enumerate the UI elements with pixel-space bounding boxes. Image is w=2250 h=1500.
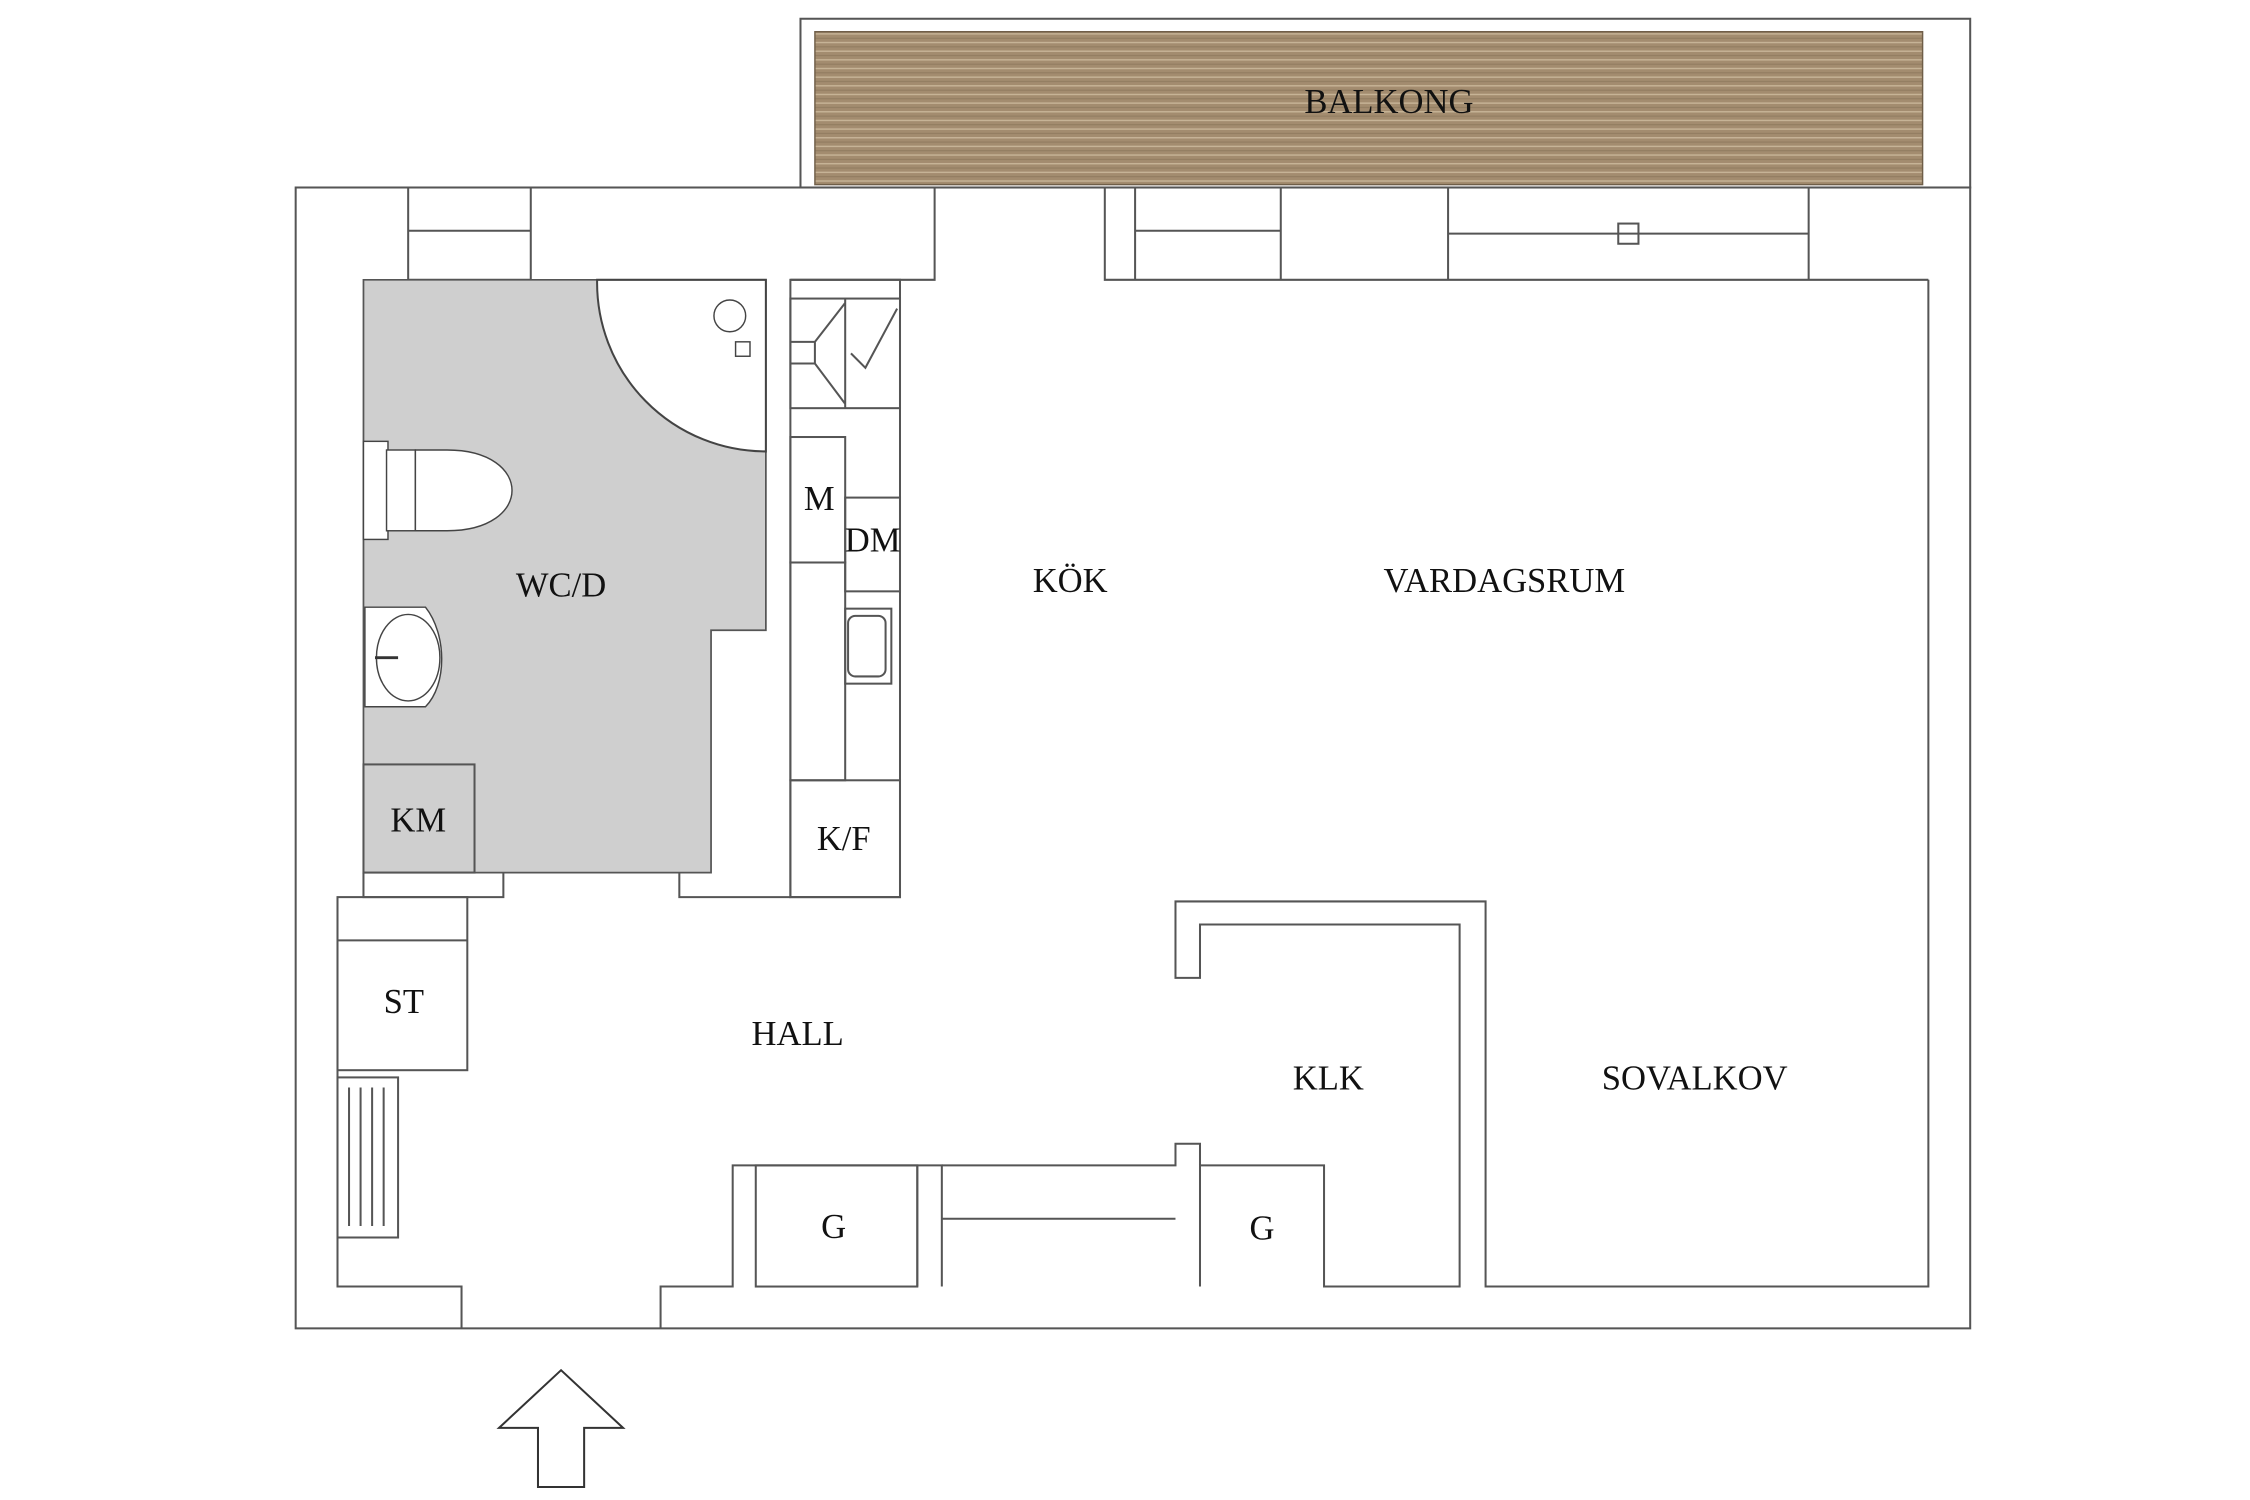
wardrobe-left-label: G — [821, 1208, 846, 1246]
kitchen-sink-icon — [844, 607, 893, 685]
washing-machine-label: KM — [390, 801, 446, 839]
balcony-label: BALKONG — [1304, 83, 1473, 121]
sink-icon — [364, 606, 443, 708]
hall-storage: ST G — [336, 896, 1202, 1329]
toilet-icon — [362, 440, 513, 541]
living-room-label: VARDAGSRUM — [1383, 562, 1625, 600]
microwave-label: M — [804, 480, 835, 518]
kitchen-label: KÖK — [1033, 562, 1108, 600]
windows — [407, 187, 1929, 281]
bathroom: KM WC/D — [362, 278, 791, 899]
balcony: BALKONG — [799, 17, 1972, 189]
bathroom-label: WC/D — [516, 566, 606, 604]
fridge-freezer-label: K/F — [817, 820, 871, 858]
hall-label: HALL — [751, 1015, 843, 1053]
sleeping-alcove-label: SOVALKOV — [1602, 1060, 1788, 1098]
closet-walls: G — [1174, 279, 1930, 1288]
dishwasher-label: DM — [845, 522, 901, 560]
wardrobe-right-label: G — [1250, 1210, 1275, 1248]
stove-icon — [789, 297, 902, 410]
outer-wall — [294, 186, 1972, 1330]
kitchen-counter: M DM K/F — [789, 278, 902, 899]
radiator-icon — [336, 1076, 400, 1239]
storage-label: ST — [384, 983, 424, 1021]
entrance-arrow-icon — [496, 1368, 626, 1489]
closet-label: KLK — [1293, 1060, 1364, 1098]
